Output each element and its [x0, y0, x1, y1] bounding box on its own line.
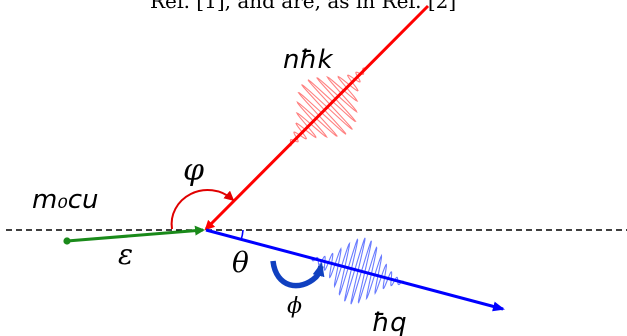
phi-upper-label: φ [183, 153, 204, 188]
scattered-photon-line [205, 228, 505, 312]
header-fragment: Ref. [1], and are, as in Ref. [2] [150, 0, 456, 13]
epsilon-label: ε [118, 238, 133, 271]
phi-lower-label: ϕ [287, 294, 302, 319]
electron-origin-dot [63, 237, 71, 245]
phi-angle-arc [170, 189, 235, 230]
theta-angle-arc [240, 229, 244, 241]
electron-momentum-label: m₀cu [32, 185, 99, 215]
theta-label: θ [232, 246, 249, 279]
electron-line [66, 225, 205, 243]
scattered-photon-label: ħq [372, 308, 407, 336]
incident-photon-label: nħk [283, 45, 334, 75]
rotation-arrow-arc [270, 260, 325, 289]
incident-photon-line [204, 4, 430, 231]
